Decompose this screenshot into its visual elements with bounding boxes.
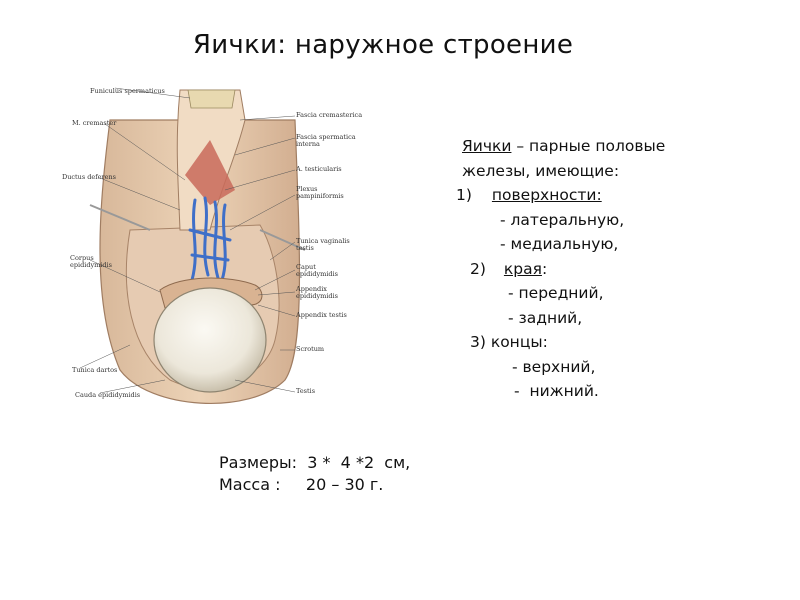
label-scrotum: Scrotum [296,345,325,353]
description-line-1: Яички – парные половые [462,137,666,155]
measurements-block: Размеры: 3 * 4 *2 см, Масса : 20 – 30 г. [219,452,410,496]
description-block: Яички – парные половые железы, имеющие: … [450,134,780,404]
list-subitem-anterior: - передний, [508,284,604,302]
label-testis: Testis [296,387,316,395]
label-m-cremaster: M. cremaster [72,119,117,127]
list-subitem-upper: - верхний, [512,357,596,376]
label-fascia-cremasterica: Fascia cremasterica [296,111,363,119]
list-item-ends: 3) концы: [470,333,548,351]
list-item-edges: 2)края: [470,259,548,278]
anatomy-illustration [79,87,306,404]
label-appendix-testis: Appendix testis [296,311,347,319]
label-funiculus-spermaticus: Funiculus spermaticus [90,87,165,95]
label-tunica-dartos: Tunica dartos [72,366,118,374]
mass-row: Масса : 20 – 30 г. [219,475,384,494]
list-subitem-medial: - медиальную, [500,235,619,253]
slide-title: Яички: наружное строение [192,30,574,60]
label-a-testicularis: A. testicularis [296,165,342,173]
list-item-surfaces: 1)поверхности: [456,186,602,204]
list-subitem-posterior: - задний, [508,308,583,327]
label-cauda-epididymidis: Cauda epididymidis [75,391,141,399]
testis-shape [153,287,267,393]
label-ductus-deferens: Ductus deferens [62,173,116,181]
description-line-2: железы, имеющие: [462,161,620,180]
testis-anatomy-figure: Funiculus spermaticus M. cremaster Ductu… [60,80,380,410]
size-row: Размеры: 3 * 4 *2 см, [219,453,411,472]
list-subitem-lateral: - латеральную, [500,210,625,229]
list-subitem-lower: - нижний. [514,382,599,400]
plexus-veins [188,196,232,282]
